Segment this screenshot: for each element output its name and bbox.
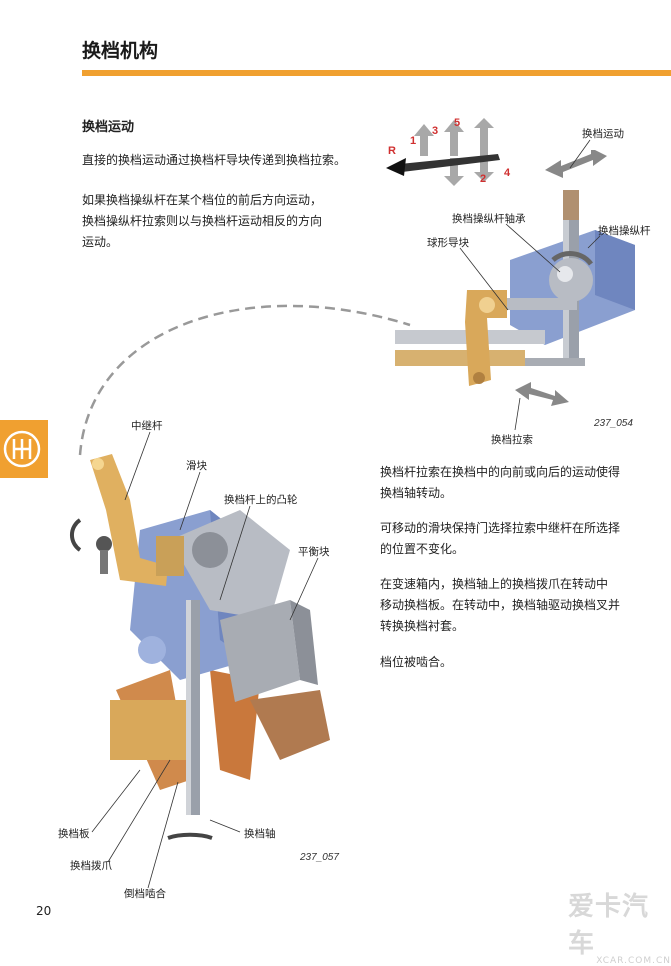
body-paragraph-1: 换档杆拉索在换档中的向前或向后的运动使得 换档轴转动。 (380, 465, 621, 500)
label-shift-lever: 换档操纵杆 (598, 225, 651, 237)
label-reverse-engage: 倒档啮合 (124, 888, 166, 900)
title-rule (82, 70, 671, 76)
watermark-main: 爱卡汽车 (568, 892, 650, 959)
label-cam: 换档杆上的凸轮 (224, 494, 298, 506)
body-paragraph-2: 可移动的滑块保持门选择拉索中继杆在所选择 的位置不变化。 (380, 521, 621, 556)
figure-code-bottom: 237_057 (300, 852, 339, 863)
label-counterweight: 平衡块 (298, 546, 330, 558)
connector-dashed-line (78, 304, 411, 456)
figure-code-top: 237_054 (594, 418, 633, 429)
leader-lines (91, 139, 601, 889)
page-title: 换档机构 (82, 40, 159, 62)
gear-label-1: 1 (410, 135, 416, 147)
label-shift-shaft: 换档轴 (244, 828, 276, 840)
gear-label-5: 5 (454, 118, 460, 129)
gearshift-pattern-icon (3, 430, 41, 468)
gear-label-r: R (388, 145, 396, 157)
watermark: 爱卡汽车 XCAR.COM.CN (568, 886, 671, 966)
section-subtitle: 换档运动 (82, 120, 135, 135)
shift-mechanism-illustration (395, 150, 635, 406)
chapter-tab (0, 420, 48, 478)
gearbox-internals-illustration (70, 454, 330, 840)
gear-label-3: 3 (432, 125, 438, 137)
label-shift-plate: 换档板 (58, 828, 90, 840)
gear-label-4: 4 (504, 167, 511, 179)
label-shift-finger: 换档拨爪 (70, 860, 112, 872)
label-slider: 滑块 (186, 460, 207, 472)
label-shift-motion: 换档运动 (582, 128, 624, 140)
motion-arrow-icon (545, 150, 607, 178)
intro-paragraph-2: 如果换档操纵杆在某个档位的前后方向运动， 换档操纵杆拉索则以与换档杆运动相反的方… (82, 193, 323, 249)
label-ball-guide: 球形导块 (427, 237, 469, 249)
intro-paragraph-1: 直接的换档运动通过换档杆导块传递到换档拉索。 (82, 153, 347, 167)
label-lever-bearing: 换档操纵杆轴承 (452, 213, 526, 225)
gear-label-2: 2 (480, 173, 486, 185)
page-number: 20 (36, 904, 52, 918)
body-paragraph-3: 在变速箱内，换档轴上的换档拨爪在转动中 移动换档板。在转动中，换档轴驱动换档叉并… (380, 577, 621, 633)
body-paragraph-4: 档位被啮合。 (380, 655, 453, 669)
gear-pattern-diagram: R 1 3 5 2 4 (386, 118, 511, 186)
label-shift-cable: 换档拉索 (491, 434, 533, 446)
label-relay-lever: 中继杆 (131, 420, 163, 432)
